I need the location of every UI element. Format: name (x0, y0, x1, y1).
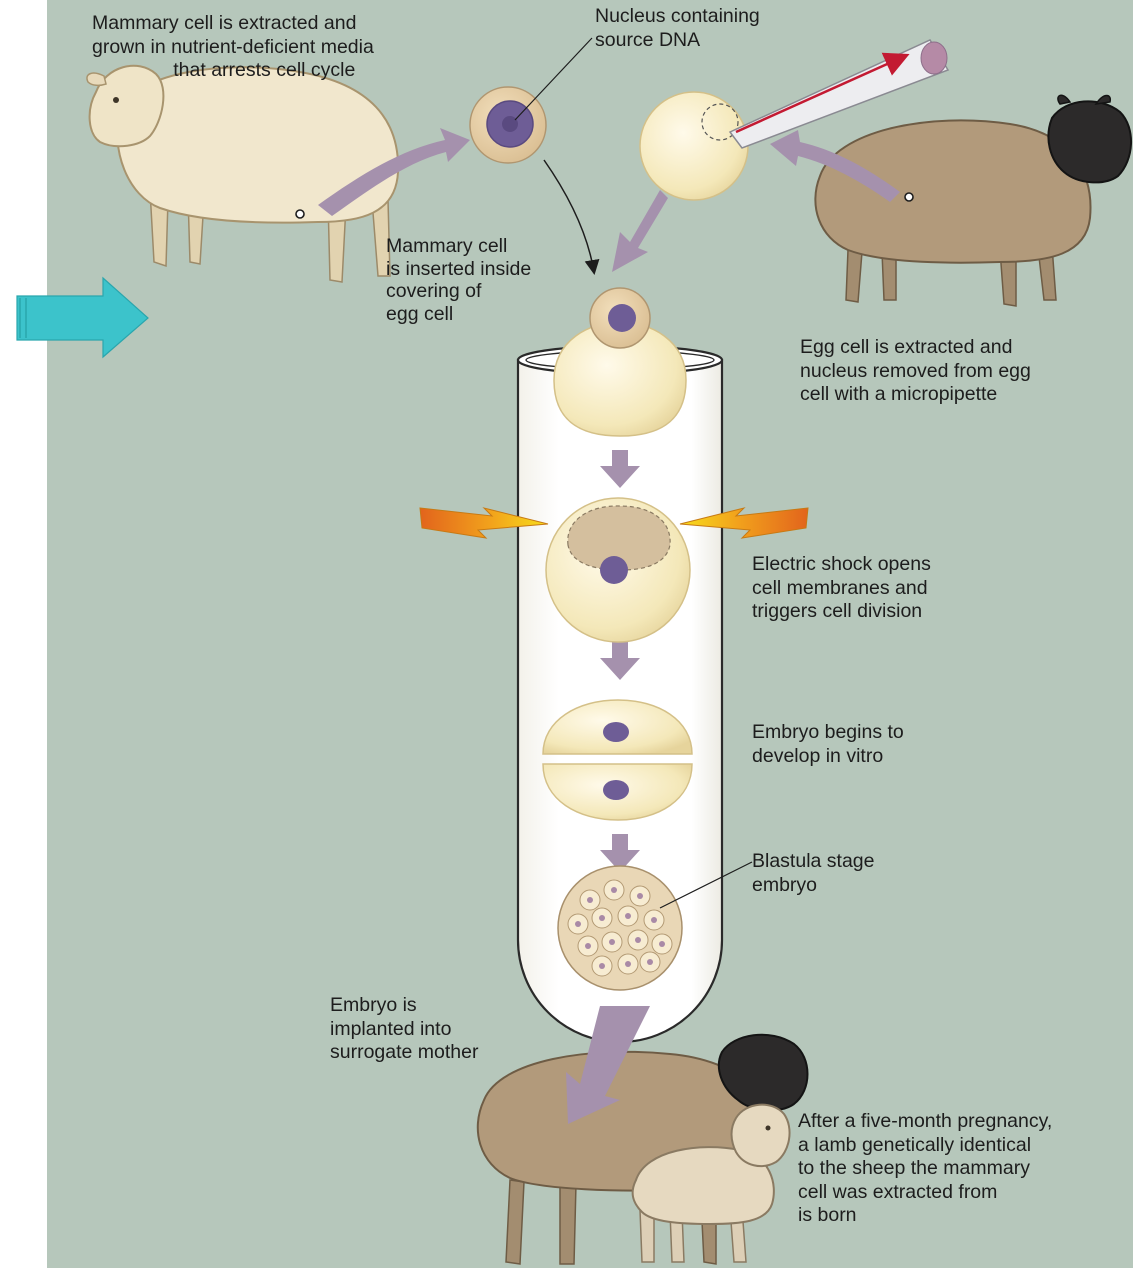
label-embryo-develops: Embryo begins to develop in vitro (752, 721, 904, 768)
right-arrow-icon (17, 278, 148, 357)
label-egg-extracted: Egg cell is extracted and nucleus remove… (800, 336, 1031, 407)
label-blastula-stage: Blastula stage embryo (752, 850, 875, 897)
blastula (558, 866, 682, 990)
fused-cell (546, 498, 690, 642)
label-mammary-inserted: Mammary cell is inserted inside covering… (386, 235, 531, 325)
label-electric-shock: Electric shock opens cell membranes and … (752, 553, 931, 624)
label-lamb-born: After a five-month pregnancy, a lamb gen… (798, 1110, 1052, 1228)
insert-arrow (544, 160, 594, 272)
label-nucleus-source-dna: Nucleus containing source DNA (595, 5, 760, 52)
surrogate-mother-and-lamb (478, 1035, 808, 1264)
label-mammary-extracted: Mammary cell is extracted and grown in n… (92, 12, 374, 83)
egg-with-mammary-cell (554, 288, 686, 436)
nucleus-leader-line (515, 38, 592, 120)
black-faced-sheep-egg-donor (815, 95, 1131, 306)
label-implanted: Embryo is implanted into surrogate mothe… (330, 994, 479, 1065)
white-sheep-donor (87, 66, 398, 282)
